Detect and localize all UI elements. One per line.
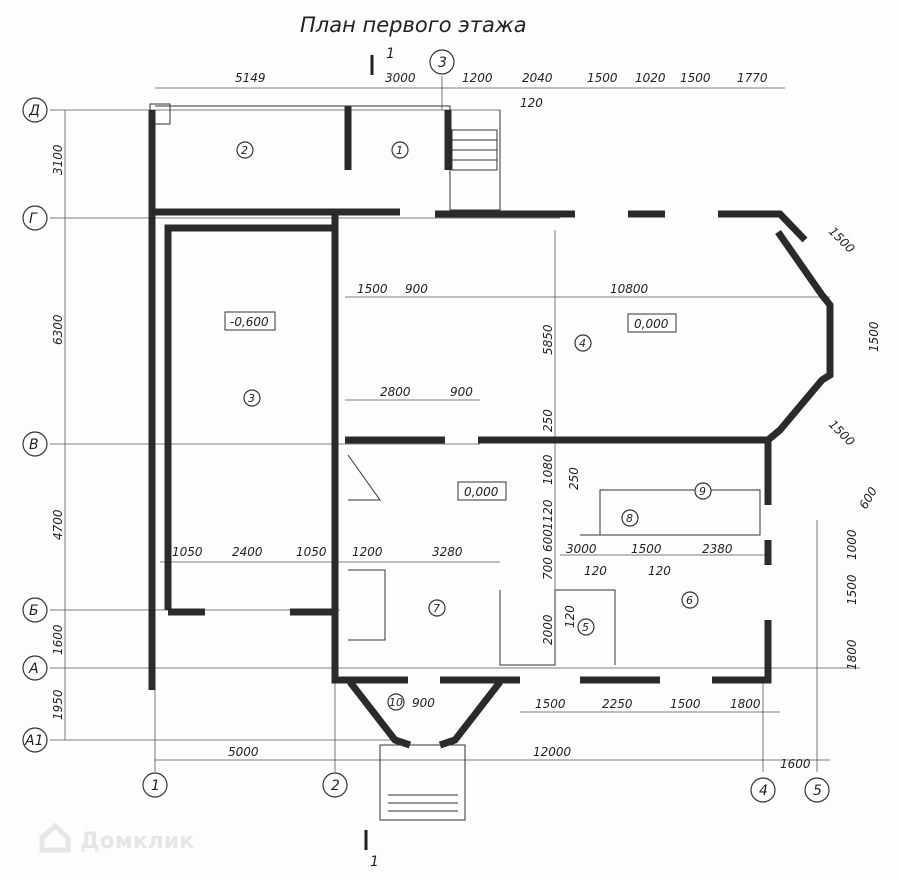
dimension: 1950: [51, 689, 65, 720]
room-number: 3: [248, 392, 255, 405]
dimension: 4700: [51, 509, 65, 540]
room-number: 2: [241, 144, 248, 157]
dimension: 120: [520, 96, 543, 110]
left-dimensions: 3100 6300 4700 1600 1950: [51, 144, 65, 720]
dimension: 6300: [51, 314, 65, 345]
axis-col-label: 4: [759, 783, 768, 799]
dimension: 1500: [631, 542, 662, 556]
dimension: 2250: [602, 697, 633, 711]
level-marks: -0,600 0,000 0,000: [224, 311, 677, 501]
section-mark-bottom: 1: [370, 854, 379, 870]
axis-row-label: Б: [29, 603, 39, 619]
dimension: 2000: [541, 614, 555, 645]
room-number: 8: [626, 512, 633, 525]
dimension: 2380: [702, 542, 733, 556]
dimension: 1000: [845, 529, 859, 560]
dimension: 2800: [380, 385, 411, 399]
top-dimensions: 5149 3000 1200 2040 1500 1020 1500 1770 …: [235, 71, 768, 110]
room-numbers: 1 2 3 4 5 6 7 8 9 10: [236, 141, 712, 711]
dimension: 1800: [845, 639, 859, 670]
section-mark-top: 1: [386, 46, 395, 62]
dimension: 5850: [541, 324, 555, 355]
dimension: 1500: [867, 321, 881, 352]
level-mark: 0,000: [634, 317, 669, 331]
dimension: 1500: [670, 697, 701, 711]
dimension: 1050: [296, 545, 327, 559]
stairs: [347, 129, 498, 821]
dimension: 3100: [51, 144, 65, 175]
dimension: 2400: [232, 545, 263, 559]
dimension: 12000: [533, 745, 572, 759]
dimension: 1600: [51, 624, 65, 655]
plan-title: План первого этажа: [300, 13, 527, 37]
dimension: 10800: [610, 282, 649, 296]
dimension: 1500: [357, 282, 388, 296]
bottom-dimensions: 1500 2250 1500 1800 900 5000 12000 1600: [228, 696, 811, 771]
room-number: 5: [582, 621, 589, 634]
dimension: 1050: [172, 545, 203, 559]
dimension: 5000: [228, 745, 259, 759]
dimension: 250: [541, 409, 555, 432]
dimension: 1120: [541, 499, 555, 530]
dimension: 1500: [845, 574, 859, 605]
dimension: 600: [856, 484, 880, 511]
level-mark: 0,000: [464, 485, 499, 499]
room-number: 1: [396, 144, 403, 157]
dimension: 700: [541, 557, 555, 580]
room-number: 10: [389, 696, 403, 709]
dimension: 1770: [737, 71, 768, 85]
dimension: 1500: [680, 71, 711, 85]
dimension: 1500: [826, 224, 858, 256]
room-number: 6: [686, 594, 693, 607]
interior-dimensions: 1500 900 10800 5850 1500 1500 1500 2800 …: [172, 224, 881, 670]
dimension: 1500: [826, 417, 858, 449]
dimension: 900: [412, 696, 435, 710]
dimension: 3000: [385, 71, 416, 85]
dimension: 1200: [352, 545, 383, 559]
dimension: 1020: [635, 71, 666, 85]
axis-row-label: А: [28, 661, 39, 677]
dimension: 1600: [780, 757, 811, 771]
axis-col-label: 3: [438, 55, 447, 71]
dimension: 1080: [541, 454, 555, 485]
dimension: 120: [584, 564, 607, 578]
axis-row-label: Г: [29, 211, 38, 227]
axis-col-label: 2: [331, 778, 340, 794]
walls: [148, 103, 834, 749]
dimension: 120: [648, 564, 671, 578]
dimension: 1500: [535, 697, 566, 711]
dimension: 900: [450, 385, 473, 399]
axis-row-label: Д: [28, 103, 40, 119]
dimension: 3000: [566, 542, 597, 556]
dimension: 2040: [522, 71, 553, 85]
room-number: 7: [433, 602, 440, 615]
dimension: 900: [405, 282, 428, 296]
room-number: 9: [699, 485, 706, 498]
row-axes: Д Г В Б А А1: [22, 97, 48, 753]
room-number: 4: [579, 337, 586, 350]
watermark-logo: Домклик: [39, 822, 194, 854]
dimension: 5149: [235, 71, 266, 85]
dimension: 600: [541, 529, 555, 552]
dimension: 1800: [730, 697, 761, 711]
axis-row-label: А1: [24, 733, 43, 749]
level-mark: -0,600: [230, 315, 269, 329]
dimension: 1500: [587, 71, 618, 85]
axis-col-label: 5: [813, 783, 822, 799]
grid-lines: [50, 76, 860, 772]
column-axes: 1 2 3 4 5: [142, 49, 830, 803]
dimension: 120: [563, 605, 577, 628]
axis-col-label: 1: [151, 778, 160, 794]
dimension: 1200: [462, 71, 493, 85]
dimension: 3280: [432, 545, 463, 559]
watermark-text: Домклик: [80, 829, 194, 854]
axis-row-label: В: [29, 437, 39, 453]
dimension: 250: [567, 467, 581, 490]
